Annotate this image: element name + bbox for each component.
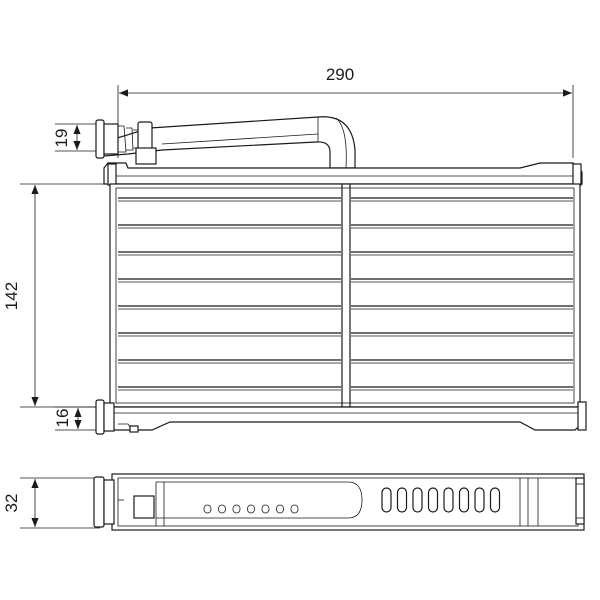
dimension-bottom-tank-height: 16 — [53, 406, 100, 431]
dimension-label-depth: 32 — [2, 494, 21, 513]
dimension-label-bottom-tank-height: 16 — [53, 409, 72, 428]
dimension-label-overall-length: 290 — [326, 65, 354, 84]
dimension-label-core-height: 142 — [2, 282, 21, 310]
tube-slot — [396, 487, 408, 513]
tube-slots-hidden-row — [203, 504, 299, 514]
tube-slots-row — [381, 487, 501, 513]
tube-slot-hidden — [276, 504, 284, 514]
tube-slot-hidden — [203, 504, 212, 514]
dimension-depth: 32 — [2, 477, 100, 529]
tube-slot — [381, 487, 392, 513]
dimension-core-height: 142 — [2, 183, 112, 408]
top-tank — [103, 162, 583, 186]
tube-slot — [427, 487, 439, 513]
tube-slot — [443, 487, 454, 513]
inlet-pipe — [95, 116, 356, 169]
core-fins — [118, 197, 573, 391]
tube-slot — [489, 487, 501, 513]
tube-slot — [474, 487, 485, 513]
front-view — [95, 116, 587, 435]
tube-slot — [412, 487, 423, 513]
radiator-core — [109, 183, 581, 408]
tube-slot-hidden — [218, 504, 226, 514]
dimension-label-pipe-height: 19 — [52, 129, 71, 148]
tube-slot-hidden — [261, 504, 270, 514]
tube-slot-hidden — [290, 504, 299, 514]
tube-slot — [458, 487, 470, 513]
tube-slot-hidden — [232, 504, 241, 514]
tube-slot-hidden — [247, 504, 255, 514]
side-view — [93, 473, 585, 531]
bottom-tank — [95, 399, 587, 435]
dimension-overall-length: 290 — [117, 65, 574, 158]
